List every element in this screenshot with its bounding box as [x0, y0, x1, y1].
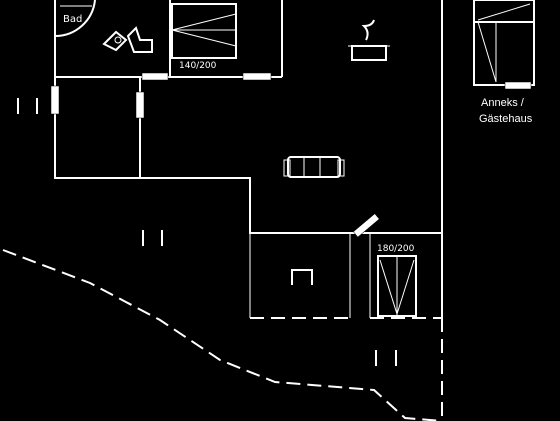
sink-icon [102, 30, 128, 52]
stool-icon [291, 269, 313, 285]
doors [50, 72, 380, 238]
bathroom: Bad [54, 0, 153, 53]
bed-140 [171, 3, 237, 59]
bedroom-lower: 180/200 [377, 244, 417, 317]
annex: Anneks / Gästehaus [473, 0, 535, 125]
bed-lower-size: 180/200 [377, 244, 415, 254]
stove-pot-icon [348, 19, 390, 61]
bed-180 [377, 255, 417, 317]
terrace-markers [17, 98, 397, 366]
door-bedroom-upper [141, 72, 169, 81]
bedroom-upper: 140/200 [171, 3, 237, 71]
bed-upper-size: 140/200 [179, 61, 217, 71]
door-entrance [50, 85, 60, 115]
plot-boundary [2, 249, 443, 421]
annex-label-line2: Gästehaus [479, 113, 533, 125]
sofa-icon [283, 156, 345, 178]
main-house-walls [54, 0, 443, 319]
door-bedroom-lower [242, 72, 272, 81]
door-bedroom-diagonal [352, 213, 380, 238]
bathroom-label: Bad [63, 14, 82, 25]
annex-label-line1: Anneks / [481, 97, 525, 109]
toilet-icon [126, 26, 153, 53]
shower-arc [54, 0, 96, 38]
door-hall [135, 91, 145, 119]
door-annex [504, 81, 532, 90]
